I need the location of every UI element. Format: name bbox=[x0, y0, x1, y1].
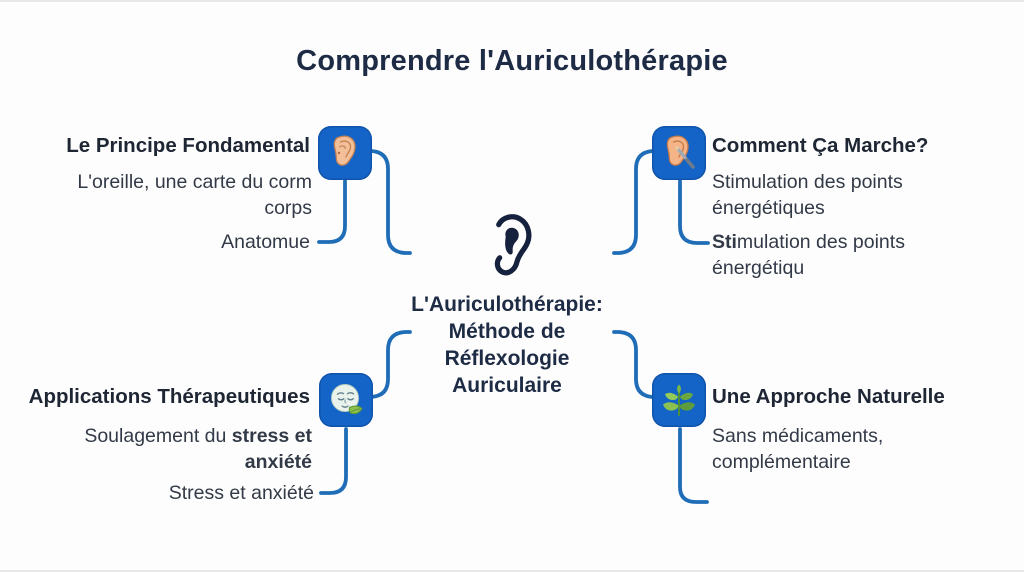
bold-segment: Sti bbox=[712, 231, 737, 253]
branch-item-stimulation-2: Stimulation des points énergétiqu bbox=[712, 229, 952, 281]
text-line: L'oreille, une carte du corm bbox=[77, 171, 312, 193]
text-segment: Soulagement du bbox=[84, 425, 232, 447]
text-line: Sans médicaments, bbox=[712, 425, 884, 447]
seedling-icon bbox=[652, 373, 706, 427]
text-line: énergétiqu bbox=[712, 257, 805, 279]
ear-exam-icon bbox=[652, 126, 706, 180]
text-line: complémentaire bbox=[712, 451, 851, 473]
ear-icon bbox=[318, 126, 372, 180]
branch-heading-naturelle: Une Approche Naturelle bbox=[712, 385, 945, 408]
ear-outline-icon bbox=[481, 209, 537, 292]
bold-segment: stress et bbox=[231, 425, 312, 447]
branch-item-sans-medicaments: Sans médicaments, complémentaire bbox=[712, 423, 972, 475]
center-topic-label: L'Auriculothérapie: Méthode de Réflexolo… bbox=[411, 293, 603, 397]
text-segment: mulation des points bbox=[736, 231, 905, 253]
branch-item-stress-anxiete: Stress et anxiété bbox=[168, 482, 314, 504]
branch-item-soulagement: Soulagement du stress et anxiété bbox=[0, 423, 312, 475]
text-line: anxiété bbox=[244, 451, 312, 473]
branch-heading-marche: Comment Ça Marche? bbox=[712, 134, 929, 157]
branch-item-stimulation-1: Stimulation des points énergétiques bbox=[712, 169, 952, 221]
text-line: énergétiques bbox=[712, 197, 825, 219]
text-line: Soulagement du stress et bbox=[0, 423, 312, 449]
branch-heading-principe: Le Principe Fondamental bbox=[66, 134, 310, 157]
top-edge-divider bbox=[0, 0, 1024, 2]
page-title: Comprendre l'Auriculothérapie bbox=[296, 45, 728, 77]
branch-heading-applications: Applications Thérapeutiques bbox=[28, 385, 310, 408]
calm-face-leaf-icon bbox=[319, 373, 373, 427]
text-line: corps bbox=[264, 197, 312, 219]
text-line: Stimulation des points bbox=[712, 171, 903, 193]
bottom-edge-divider bbox=[0, 570, 1024, 572]
text-line: Stimulation des points bbox=[712, 229, 952, 255]
branch-item-anatomue: Anatomue bbox=[221, 231, 310, 253]
branch-item-oreille-carte: L'oreille, une carte du corm corps bbox=[0, 169, 312, 221]
